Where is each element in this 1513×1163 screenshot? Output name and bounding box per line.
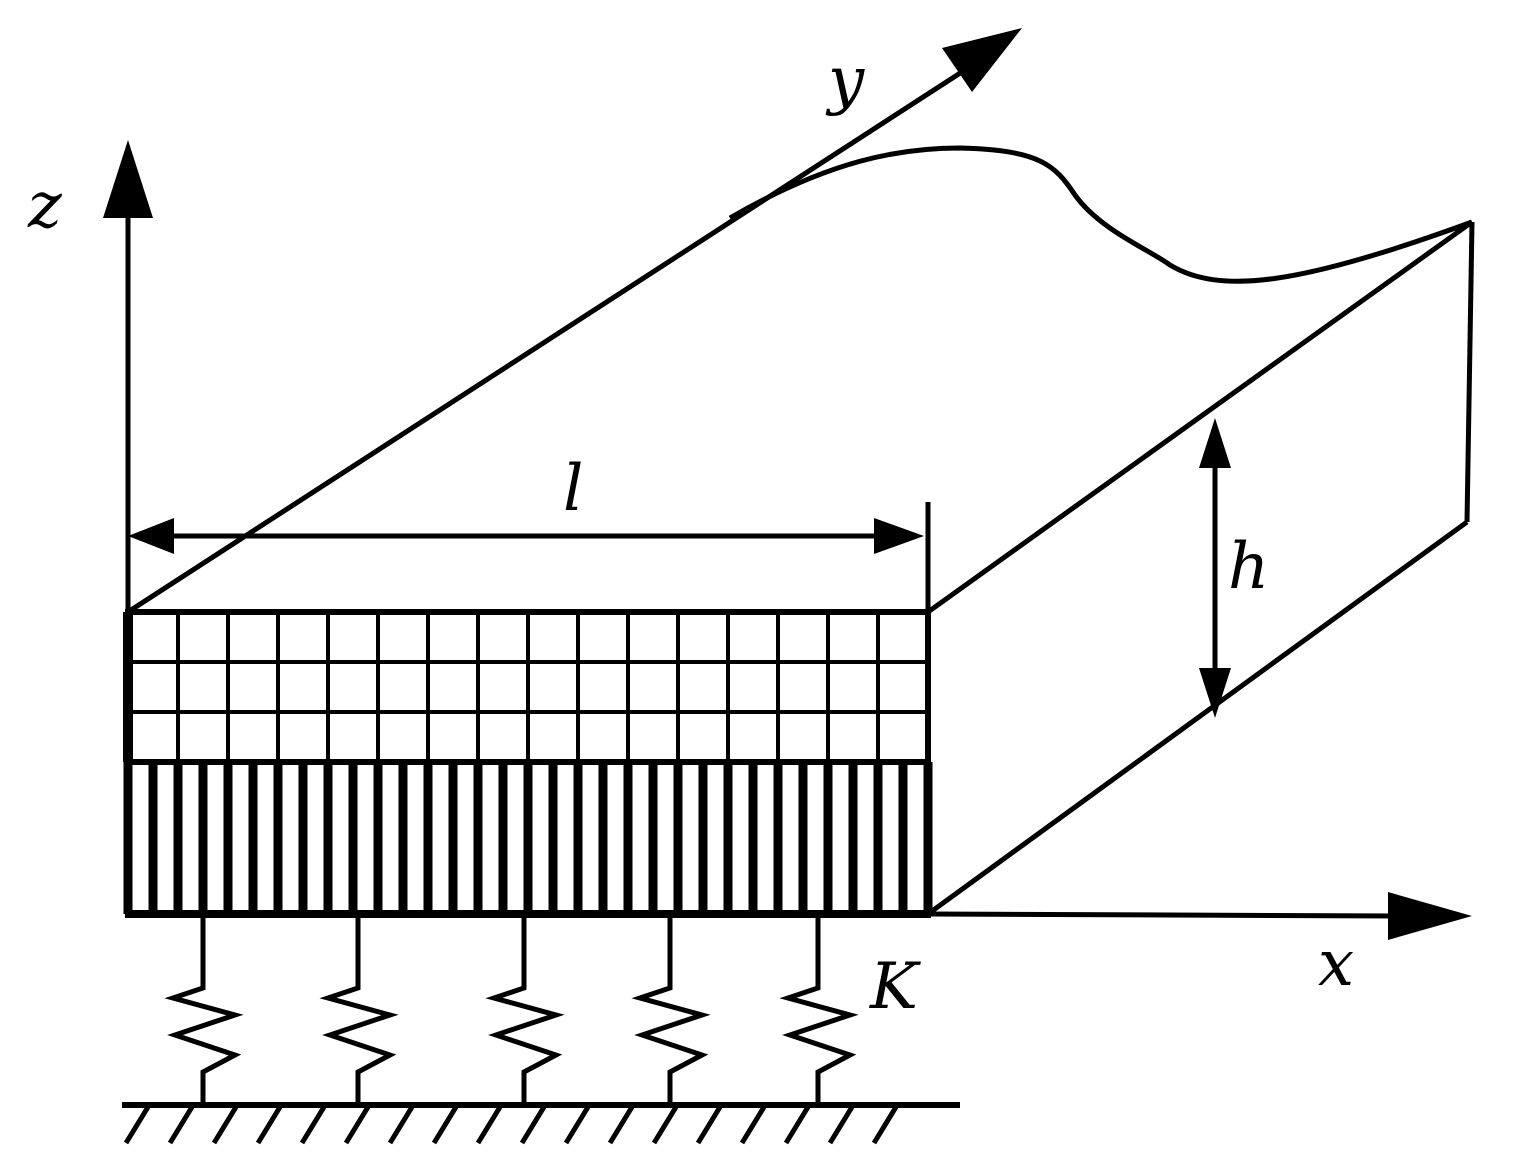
front-face-grid-layer xyxy=(123,609,931,765)
right-vertical-edge xyxy=(1464,221,1475,523)
deformed-top-surface-edge xyxy=(728,145,1473,284)
length-right-arrowhead xyxy=(874,518,924,554)
height-label: h xyxy=(1228,530,1269,604)
x-axis xyxy=(927,892,1472,940)
ground xyxy=(122,1102,960,1145)
ground-hatch-mark xyxy=(475,1105,503,1145)
spring xyxy=(779,914,859,1105)
x-axis-label: x xyxy=(1318,927,1354,1001)
ground-hatch-mark xyxy=(827,1105,855,1145)
ground-hatch-mark xyxy=(739,1105,767,1145)
y-axis-arrowhead xyxy=(942,28,1022,92)
height-dimension xyxy=(1199,418,1231,718)
spring xyxy=(319,914,399,1105)
ground-hatch-mark xyxy=(387,1105,415,1145)
ground-hatch-mark xyxy=(563,1105,591,1145)
ground-hatch-mark xyxy=(255,1105,283,1145)
elastic-foundation-springs xyxy=(164,914,859,1105)
ground-hatch-mark xyxy=(519,1105,547,1145)
stiffness-label: K xyxy=(869,950,921,1024)
ground-hatch-mark xyxy=(299,1105,327,1145)
length-left-arrowhead xyxy=(128,518,174,554)
height-bottom-arrowhead xyxy=(1199,668,1231,718)
length-label: l xyxy=(563,452,583,526)
ground-hatch-mark xyxy=(783,1105,811,1145)
y-axis xyxy=(126,28,1022,615)
ground-hatch-mark xyxy=(871,1105,899,1145)
spring xyxy=(631,914,711,1105)
ground-hatch-mark xyxy=(607,1105,635,1145)
y-axis-label: y xyxy=(825,44,865,118)
bottom-depth-edge xyxy=(926,519,1469,917)
ground-hatch-mark xyxy=(695,1105,723,1145)
ground-hatch-mark xyxy=(343,1105,371,1145)
ground-hatch-mark xyxy=(123,1105,151,1145)
height-top-arrowhead xyxy=(1199,418,1231,468)
z-axis-arrowhead xyxy=(103,140,153,218)
beam-outline xyxy=(728,145,1475,917)
z-axis-label: z xyxy=(27,169,63,243)
top-front-depth-edge xyxy=(926,219,1474,615)
ground-hatch-mark xyxy=(167,1105,195,1145)
spring xyxy=(164,914,244,1105)
length-dimension xyxy=(128,518,924,554)
spring xyxy=(485,914,565,1105)
ground-hatch-mark xyxy=(651,1105,679,1145)
x-axis-arrowhead xyxy=(1388,892,1472,940)
front-face-hatched-layer xyxy=(123,759,933,918)
ground-hatch-mark xyxy=(211,1105,239,1145)
ground-hatch-mark xyxy=(431,1105,459,1145)
